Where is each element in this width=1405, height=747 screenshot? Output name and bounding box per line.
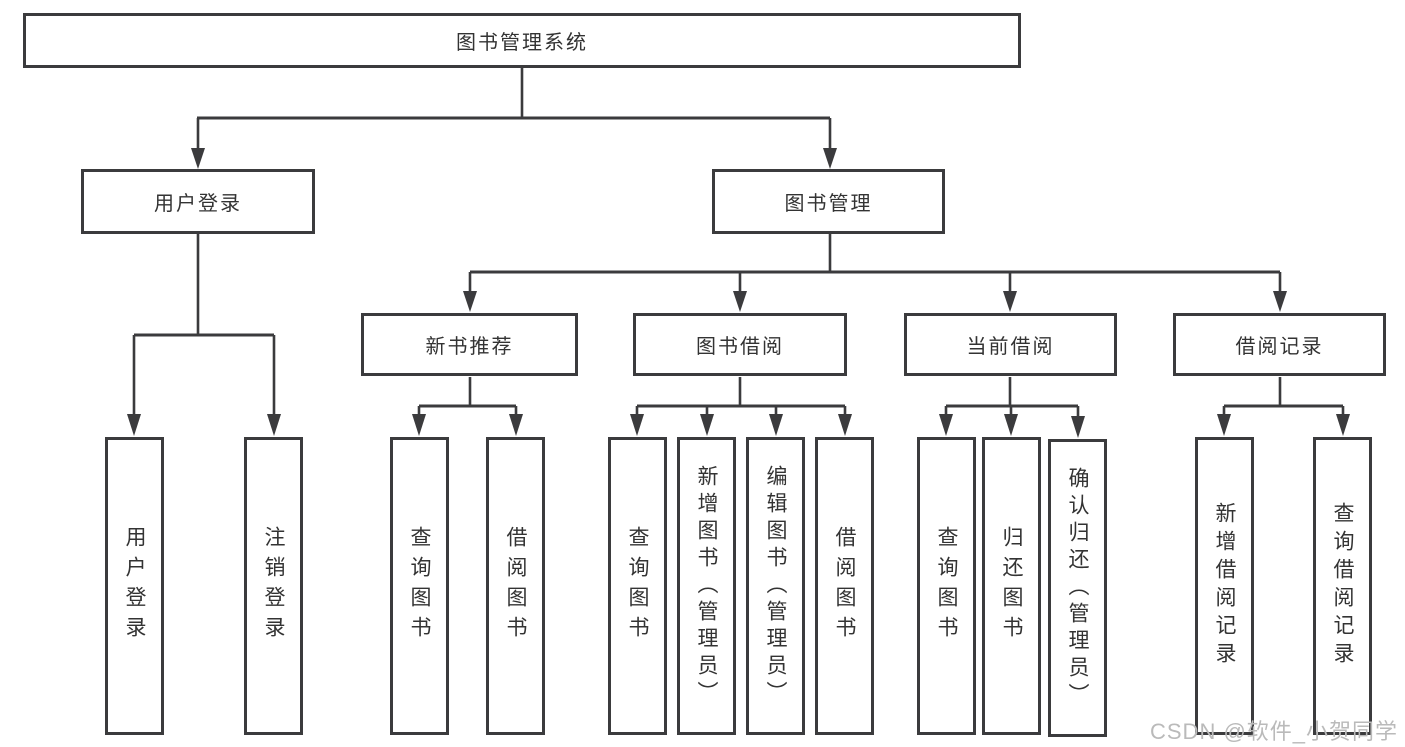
node-label: 新书推荐 xyxy=(425,336,514,358)
leaf-borrow-books: 借阅图书 xyxy=(815,437,874,735)
leaf-query-borrow-record: 查询借阅记录 xyxy=(1313,437,1372,735)
leaf-label: 查询借阅记录 xyxy=(1331,502,1354,670)
connector-current-borrow-to-leaves xyxy=(939,377,1085,438)
leaf-label: 用户登录 xyxy=(123,526,146,646)
node-book-management: 图书管理 xyxy=(712,169,945,234)
leaf-label: 借阅图书 xyxy=(504,526,527,646)
leaf-label: 借阅图书 xyxy=(833,526,856,646)
leaf-label: 编辑图书（管理员） xyxy=(764,464,787,708)
node-label: 当前借阅 xyxy=(966,336,1055,358)
leaf-current-query-books: 查询图书 xyxy=(917,437,976,735)
connector-book-management-to-level3 xyxy=(463,234,1287,312)
node-label: 图书借阅 xyxy=(696,336,784,358)
leaf-label: 查询图书 xyxy=(626,526,649,646)
leaf-add-books-admin: 新增图书（管理员） xyxy=(677,437,736,735)
leaf-recommend-query-books: 查询图书 xyxy=(390,437,449,735)
node-label: 图书管理系统 xyxy=(456,32,588,54)
leaf-label: 查询图书 xyxy=(408,526,431,646)
connector-borrow-records-to-leaves xyxy=(1217,377,1350,436)
connector-book-borrow-to-leaves xyxy=(630,377,852,436)
leaf-recommend-borrow-books: 借阅图书 xyxy=(486,437,545,735)
leaf-confirm-return-admin: 确认归还（管理员） xyxy=(1048,439,1107,737)
leaf-label: 注销登录 xyxy=(262,526,285,646)
leaf-label: 新增图书（管理员） xyxy=(695,464,718,708)
node-user-login: 用户登录 xyxy=(81,169,315,234)
connector-user-login-to-leaves xyxy=(127,234,281,436)
connector-new-book-recommend-to-leaves xyxy=(412,377,523,436)
leaf-label: 查询图书 xyxy=(935,526,958,646)
leaf-label: 新增借阅记录 xyxy=(1213,502,1236,670)
csdn-watermark: CSDN @软件_小贺同学 xyxy=(1150,719,1399,744)
leaf-label: 归还图书 xyxy=(1000,526,1023,646)
leaf-user-login: 用户登录 xyxy=(105,437,164,735)
leaf-borrow-query-books: 查询图书 xyxy=(608,437,667,735)
leaf-label: 确认归还（管理员） xyxy=(1066,466,1089,710)
node-current-borrow: 当前借阅 xyxy=(904,313,1117,376)
node-label: 图书管理 xyxy=(784,193,873,215)
node-borrow-records: 借阅记录 xyxy=(1173,313,1386,376)
connector-root-to-level2 xyxy=(191,68,837,169)
node-label: 用户登录 xyxy=(154,193,242,215)
node-label: 借阅记录 xyxy=(1235,336,1324,358)
node-new-book-recommend: 新书推荐 xyxy=(361,313,578,376)
node-book-borrow: 图书借阅 xyxy=(633,313,847,376)
leaf-add-borrow-record: 新增借阅记录 xyxy=(1195,437,1254,735)
leaf-logout: 注销登录 xyxy=(244,437,303,735)
leaf-return-books: 归还图书 xyxy=(982,437,1041,735)
node-library-management-system: 图书管理系统 xyxy=(23,13,1021,68)
leaf-edit-books-admin: 编辑图书（管理员） xyxy=(746,437,805,735)
